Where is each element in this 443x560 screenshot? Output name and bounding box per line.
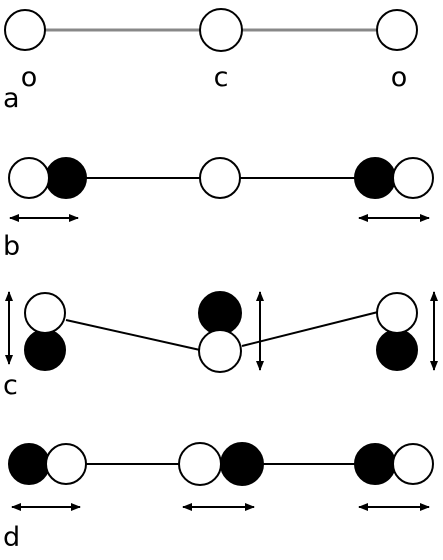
carbon-atom [199,157,241,199]
carbon-atom [199,8,243,52]
carbon-displaced [198,291,242,335]
carbon-atom [198,329,242,373]
carbon-atom [178,442,222,486]
oxygen-atom-left [4,9,46,51]
bond-left [65,319,201,351]
oxygen-displaced-left [45,157,87,199]
atom-label-right: o [391,62,408,93]
panel-label-b: b [3,231,20,262]
oxygen-atom-right [376,9,418,51]
panel-label-a: a [3,83,20,114]
oxygen-atom-left [45,443,87,485]
panel-b: b [3,157,434,262]
oxygen-displaced-right [354,157,396,199]
panel-label-c: c [3,370,18,401]
oxygen-displaced-left [8,443,50,485]
panel-a: o c o a [3,8,418,114]
atom-label-left: o [21,62,38,93]
oxygen-displaced-right [354,443,396,485]
oxygen-displaced-left [24,329,66,371]
panel-label-d: d [3,522,20,553]
oxygen-atom-right [392,443,434,485]
bond-right [241,311,379,347]
carbon-displaced [220,442,264,486]
oxygen-atom-right [392,157,434,199]
panel-c: c [3,291,438,401]
oxygen-atom-left [8,157,50,199]
panel-d: d [3,442,434,553]
oxygen-atom-left [24,292,66,334]
oxygen-atom-right [376,292,418,334]
atom-label-center: c [214,62,229,93]
oxygen-displaced-right [376,329,418,371]
